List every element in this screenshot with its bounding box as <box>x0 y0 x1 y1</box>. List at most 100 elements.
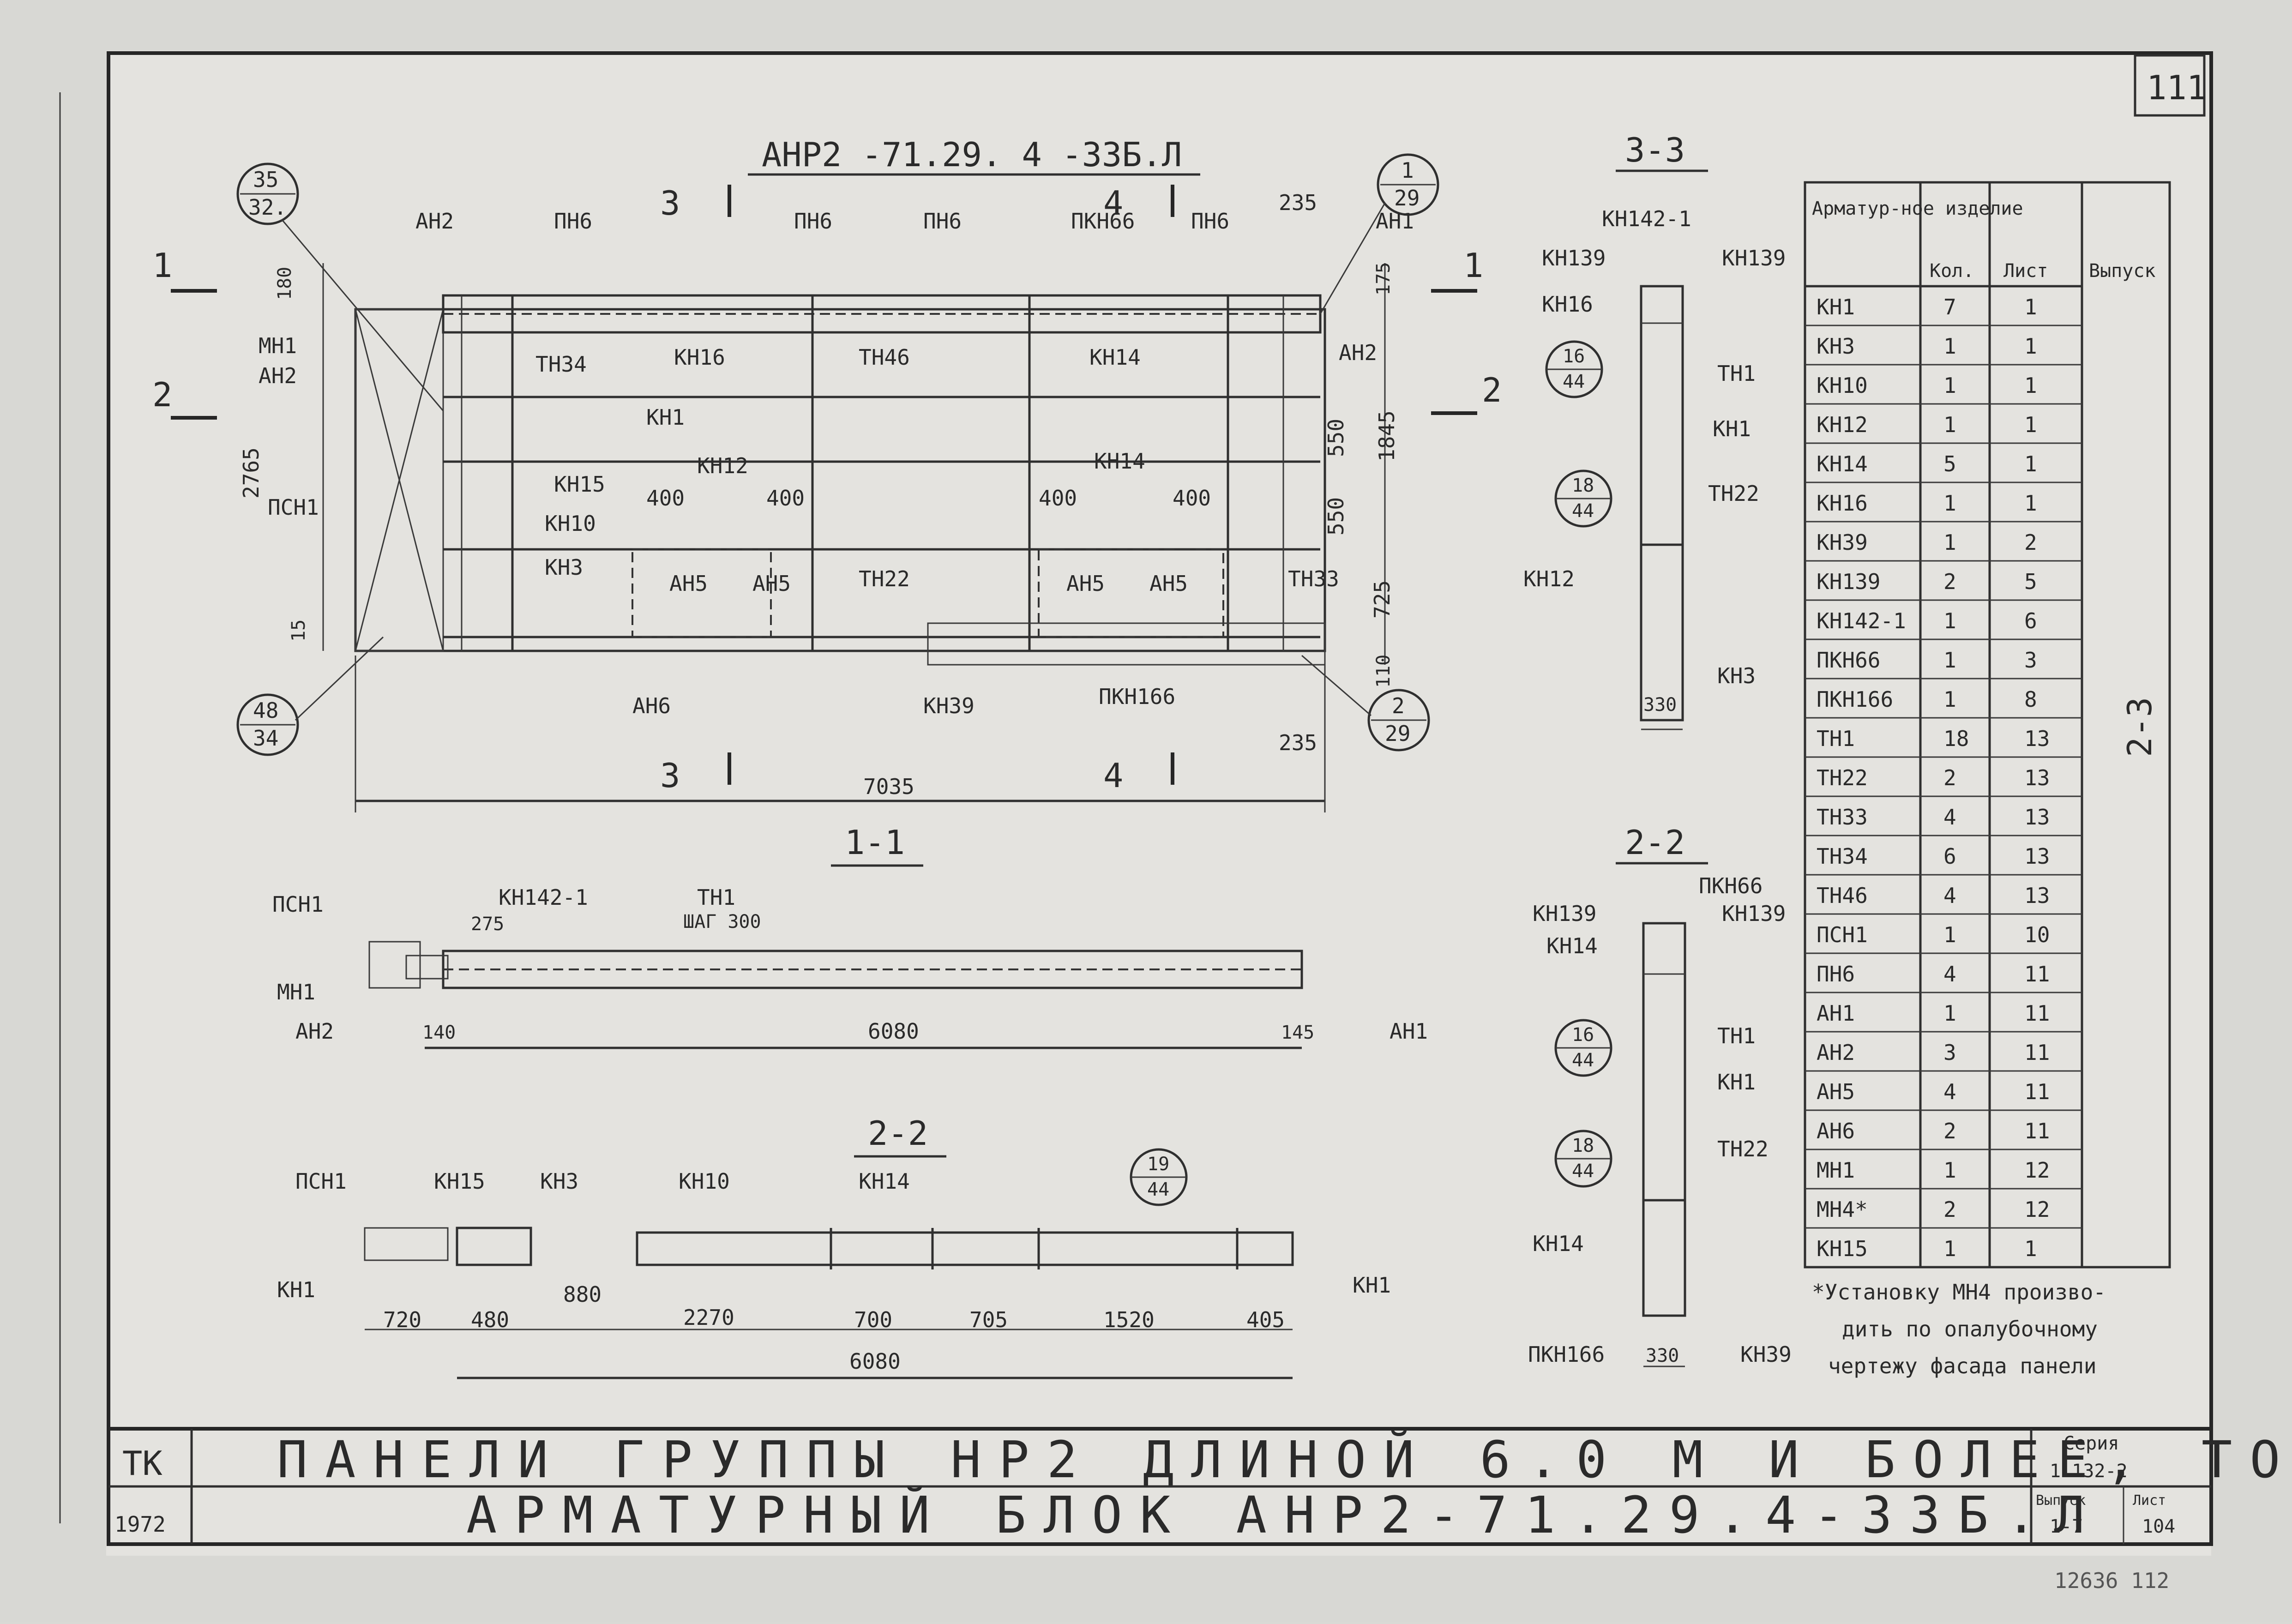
spec-vypusk-value: 2-3 <box>2120 697 2159 757</box>
label-ah2-top: АН2 <box>415 209 454 234</box>
spec-cell-qty: 1 <box>1943 1236 1956 1261</box>
section-mark-3-bot: 3 <box>660 756 680 795</box>
label-kn12: КН12 <box>697 453 748 478</box>
dim-1845: 1845 <box>1374 410 1399 462</box>
svg-text:705: 705 <box>969 1307 1008 1332</box>
svg-text:44: 44 <box>1572 1161 1594 1182</box>
spec-cell-item: ТН33 <box>1817 805 1868 830</box>
spec-cell-qty: 1 <box>1943 373 1956 398</box>
svg-text:МН1: МН1 <box>277 980 315 1004</box>
svg-text:2270: 2270 <box>683 1305 734 1330</box>
spec-cell-item: КН3 <box>1817 334 1855 359</box>
spec-cell-qty: 1 <box>1943 491 1956 516</box>
spec-cell-qty: 1 <box>1943 412 1956 437</box>
section-2-2-bottom: 2-2 ПСН1 КН15 КН3 КН10 КН14 КН1 КН1 19 4… <box>277 1114 1391 1379</box>
spec-cell-sheet: 10 <box>2024 922 2050 947</box>
svg-text:КН12: КН12 <box>1523 566 1575 591</box>
spec-cell-sheet: 8 <box>2024 687 2037 712</box>
section-2-2-bottom-title: 2-2 <box>868 1114 928 1153</box>
svg-text:КН16: КН16 <box>1542 292 1593 317</box>
spec-header-vypusk: Выпуск <box>2089 260 2156 282</box>
callout-1-29: 1 29 <box>1319 153 1439 314</box>
title-block-list-label: Лист <box>2133 1492 2166 1509</box>
spec-cell-qty: 2 <box>1943 569 1956 594</box>
svg-text:44: 44 <box>1572 1050 1594 1071</box>
svg-text:КН14: КН14 <box>1533 1231 1584 1256</box>
section-3-3: 3-3 КН142-1 КН139 КН139 КН16 ТН1 КН1 ТН2… <box>1523 131 1786 730</box>
label-mn1: МН1 <box>259 333 297 358</box>
section-mark-1-right: 1 <box>1463 246 1483 285</box>
svg-text:ТН22: ТН22 <box>1708 481 1759 506</box>
spec-cell-qty: 7 <box>1943 295 1956 319</box>
section-mark-4-bot: 4 <box>1103 756 1123 795</box>
label-kn14-b: КН14 <box>1094 449 1145 474</box>
svg-text:35: 35 <box>253 167 278 192</box>
spec-cell-qty: 2 <box>1943 765 1956 790</box>
svg-text:ТН22: ТН22 <box>1717 1137 1769 1161</box>
label-ah5-d: АН5 <box>1149 571 1188 596</box>
spec-cell-qty: 4 <box>1943 805 1956 830</box>
section-1-1-title: 1-1 <box>845 823 905 862</box>
spec-cell-qty: 5 <box>1943 451 1956 476</box>
dim-2765: 2765 <box>239 447 264 499</box>
spec-cell-item: КН15 <box>1817 1236 1868 1261</box>
svg-text:КН142-1: КН142-1 <box>1602 206 1691 231</box>
label-ah6: АН6 <box>632 693 671 718</box>
spec-cell-sheet: 11 <box>2024 962 2050 986</box>
dim-400-c: 400 <box>1039 486 1077 511</box>
spec-cell-sheet: 11 <box>2024 1040 2050 1065</box>
spec-cell-item: МН1 <box>1817 1158 1855 1183</box>
spec-cell-item: КН39 <box>1817 530 1868 555</box>
main-view-title: АНР2 -71.29. 4 -33Б.Л <box>762 135 1182 174</box>
spec-cell-item: КН12 <box>1817 412 1868 437</box>
svg-text:ТН1: ТН1 <box>697 885 735 910</box>
svg-text:КН39: КН39 <box>1740 1342 1792 1367</box>
svg-text:ПКН166: ПКН166 <box>1528 1342 1605 1367</box>
spec-cell-qty: 1 <box>1943 608 1956 633</box>
main-view: АНР2 -71.29. 4 -33Б.Л 35 32. <box>152 135 1502 812</box>
spec-cell-item: КН142-1 <box>1817 608 1906 633</box>
spec-cell-sheet: 11 <box>2024 1079 2050 1104</box>
label-kn1: КН1 <box>646 405 685 430</box>
dim-725: 725 <box>1370 580 1395 619</box>
label-psn1: ПСН1 <box>268 495 319 520</box>
spec-cell-sheet: 6 <box>2024 608 2037 633</box>
spec-cell-sheet: 11 <box>2024 1001 2050 1026</box>
spec-cell-sheet: 3 <box>2024 648 2037 673</box>
spec-cell-sheet: 1 <box>2024 373 2037 398</box>
spec-cell-sheet: 12 <box>2024 1197 2050 1222</box>
label-kn39: КН39 <box>923 693 975 718</box>
spec-cell-qty: 1 <box>1943 530 1956 555</box>
dim-235-top: 235 <box>1279 190 1317 215</box>
svg-text:140: 140 <box>422 1022 456 1043</box>
dim-7035: 7035 <box>863 774 914 799</box>
svg-text:44: 44 <box>1147 1179 1169 1200</box>
label-pn6-a: ПН6 <box>554 209 592 234</box>
spec-cell-item: МН4* <box>1817 1197 1868 1222</box>
spec-cell-item: ТН22 <box>1817 765 1868 790</box>
spec-cell-item: ПН6 <box>1817 962 1855 986</box>
svg-text:29: 29 <box>1385 721 1410 746</box>
svg-text:КН14: КН14 <box>1546 933 1598 958</box>
svg-text:КН139: КН139 <box>1722 901 1786 926</box>
spec-cell-item: АН2 <box>1817 1040 1855 1065</box>
dim-400-a: 400 <box>646 486 685 511</box>
svg-text:КН14: КН14 <box>859 1169 910 1194</box>
spec-cell-qty: 1 <box>1943 1001 1956 1026</box>
svg-text:32.: 32. <box>248 195 287 220</box>
dim-15: 15 <box>288 620 309 642</box>
spec-cell-item: АН6 <box>1817 1119 1855 1143</box>
label-kn10: КН10 <box>545 511 596 536</box>
spec-cell-qty: 4 <box>1943 962 1956 986</box>
spec-cell-sheet: 13 <box>2024 726 2050 751</box>
dim-175: 175 <box>1373 262 1394 295</box>
spec-cell-sheet: 1 <box>2024 451 2037 476</box>
spec-cell-item: КН14 <box>1817 451 1868 476</box>
svg-text:700: 700 <box>854 1307 892 1332</box>
spec-cell-item: КН16 <box>1817 491 1868 516</box>
svg-text:16: 16 <box>1572 1024 1594 1046</box>
section-mark-2-right: 2 <box>1482 371 1502 409</box>
label-pn6-b: ПН6 <box>794 209 832 234</box>
label-pkn66: ПКН66 <box>1071 209 1135 234</box>
